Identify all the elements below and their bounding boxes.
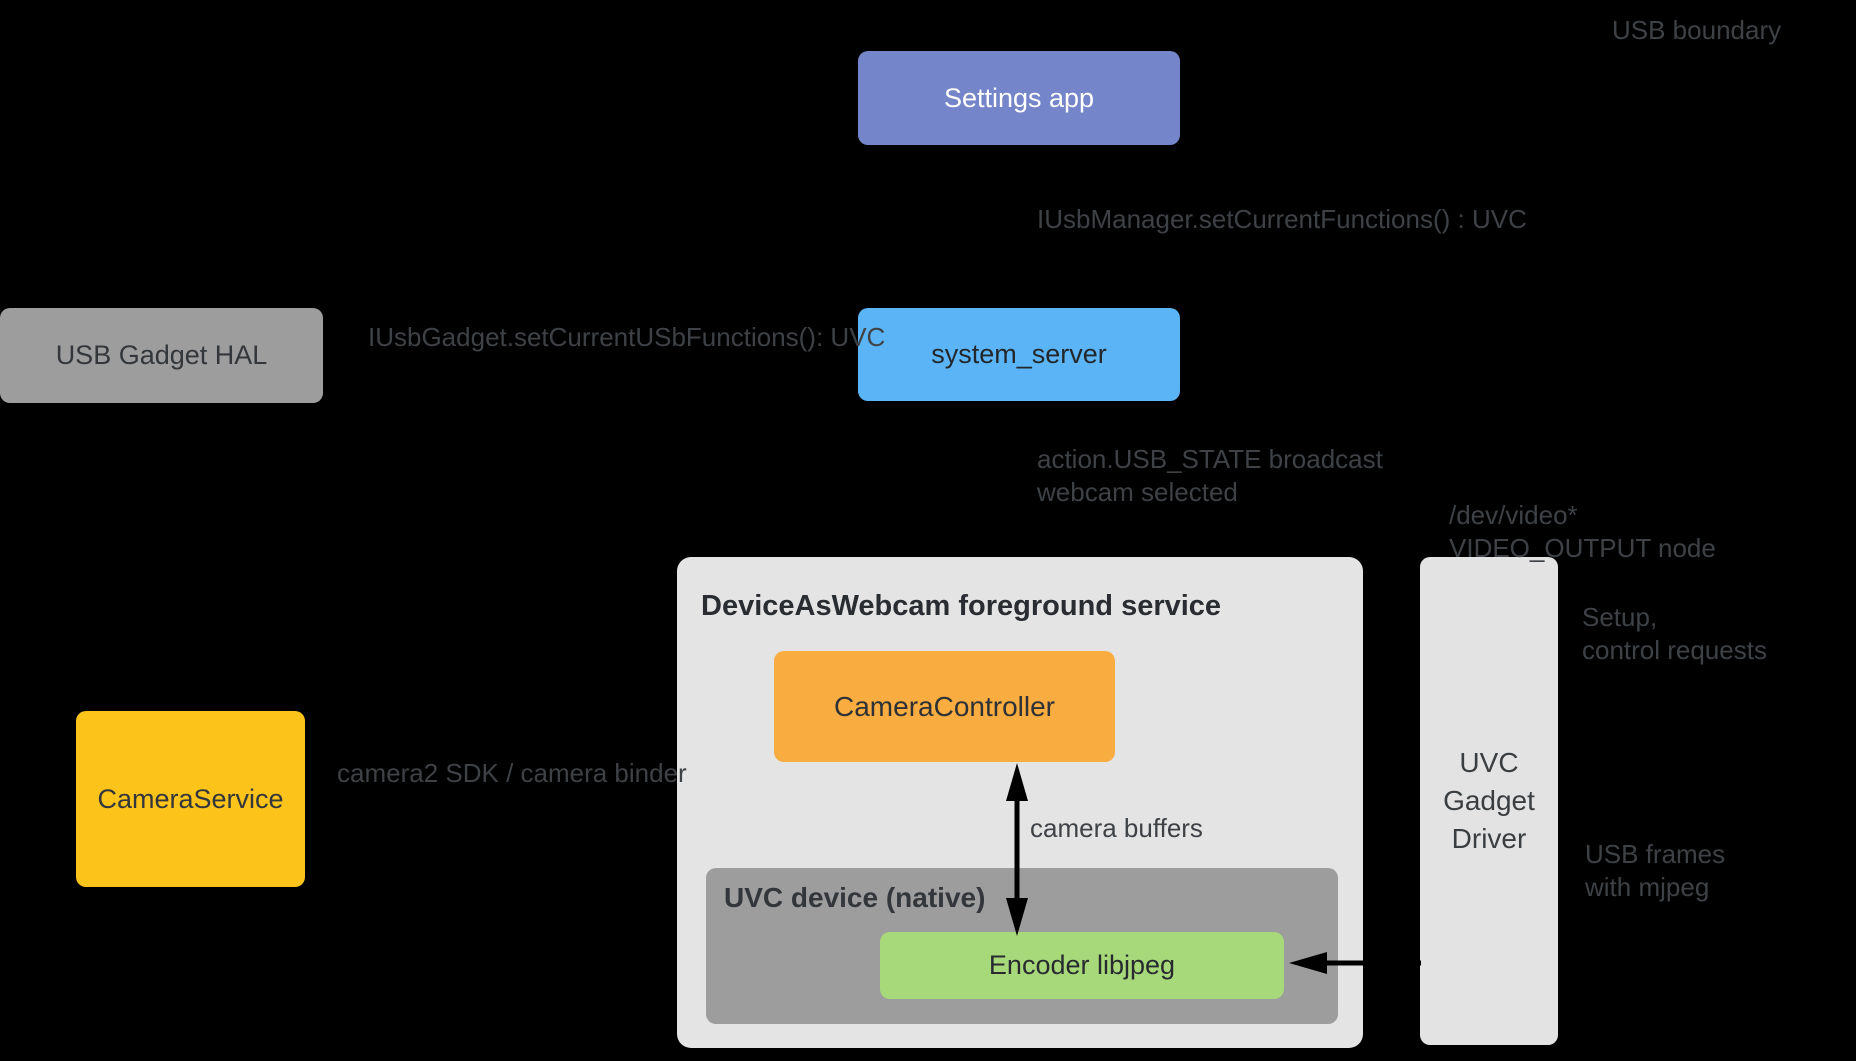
camera-buffers-label: camera buffers: [1030, 813, 1203, 843]
deviceaswebcam-container-title: DeviceAsWebcam foreground service: [701, 590, 1222, 622]
settings-app-box: Settings app: [858, 51, 1180, 145]
settings-to-systemserver-arrow: [1001, 146, 1022, 306]
camera2-sdk-label: camera2 SDK / camera binder: [337, 758, 687, 788]
usb-state-broadcast-label: action.USB_STATE broadcast webcam select…: [1037, 444, 1383, 507]
usb-boundary-label: USB boundary: [1612, 15, 1782, 45]
uvc-device-container-title: UVC device (native): [724, 882, 986, 913]
cameraservice-link-arrow: [307, 796, 675, 801]
dev-video-node-label: /dev/video* VIDEO_OUTPUT node: [1449, 500, 1716, 563]
usb-frames-mjpeg-label: USB frames with mjpeg: [1585, 839, 1726, 902]
systemserver-to-service-arrow: [1001, 402, 1022, 555]
uvc-gadget-driver-box: UVC Gadget Driver: [1420, 557, 1558, 1045]
system-server-box: system_server: [858, 308, 1180, 401]
usb-gadget-hal-box: USB Gadget HAL: [0, 308, 323, 403]
camera-controller-box: CameraController: [774, 651, 1115, 762]
setup-control-requests-label: Setup, control requests: [1582, 602, 1767, 665]
encoder-libjpeg-box: Encoder libjpeg: [880, 932, 1284, 999]
camera-service-box: CameraService: [76, 711, 305, 887]
iusbmanager-label: IUsbManager.setCurrentFunctions() : UVC: [1037, 204, 1527, 234]
iusbgadget-label: IUsbGadget.setCurrentUSbFunctions(): UVC: [368, 322, 886, 352]
uvc-gadget-driver-label: UVC Gadget Driver: [1443, 747, 1535, 854]
